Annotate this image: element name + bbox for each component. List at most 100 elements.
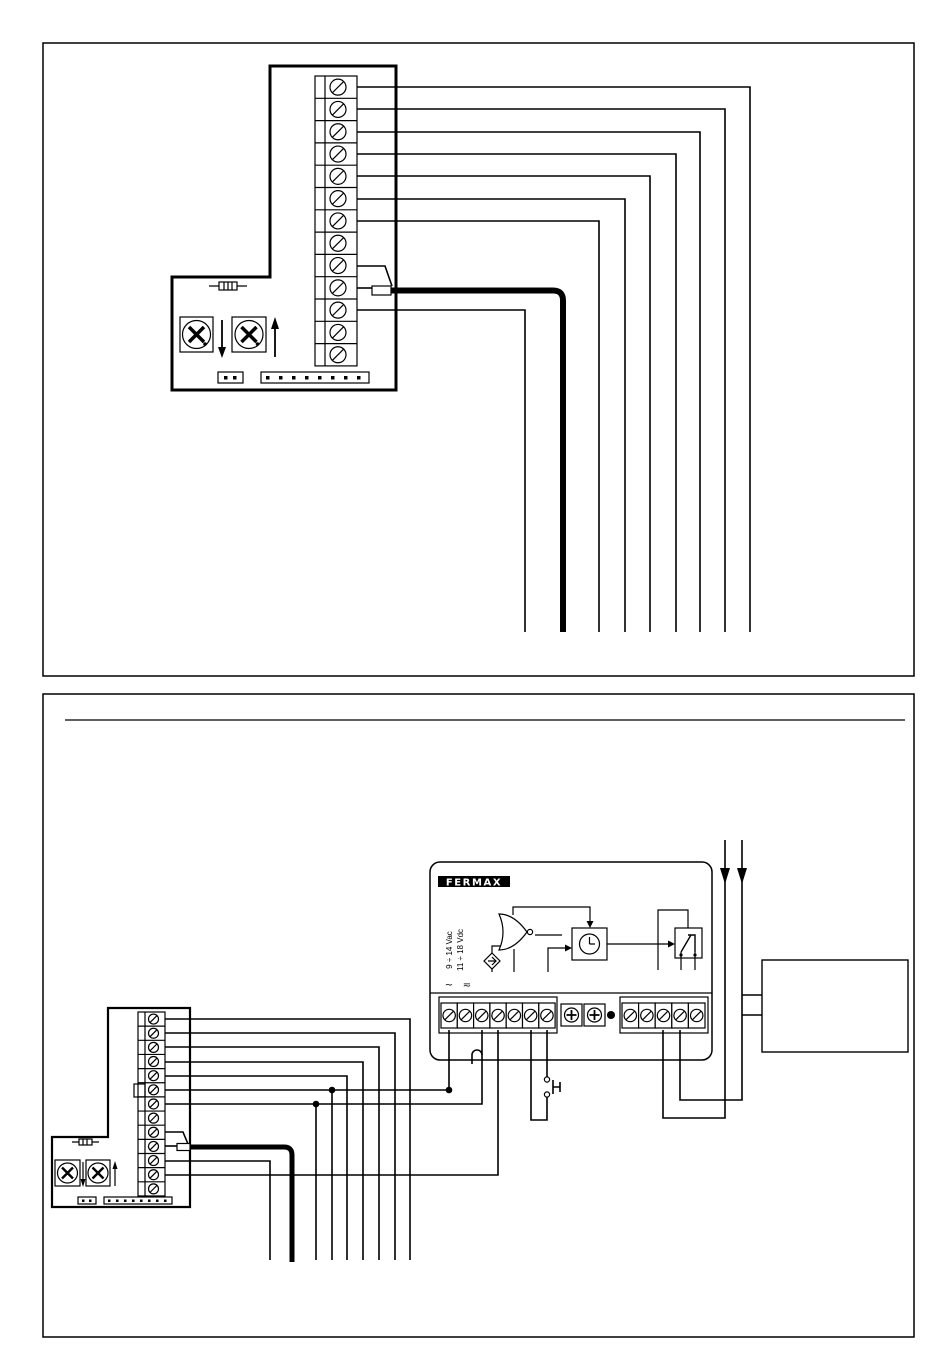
arrow-head — [737, 868, 747, 884]
terminal-block — [315, 76, 357, 366]
arrow-head — [565, 945, 572, 952]
wire — [680, 840, 742, 1100]
wire-crossover — [472, 1050, 482, 1064]
connector-pin — [224, 376, 228, 380]
wire — [663, 840, 725, 1118]
inverter-bubble — [527, 929, 532, 934]
button-contact — [544, 1092, 549, 1097]
down-arrow-icon — [81, 1162, 86, 1187]
pin-header — [104, 1197, 172, 1204]
circuit-line — [658, 910, 688, 970]
connector-body — [78, 1197, 96, 1204]
wire — [357, 87, 750, 632]
wire — [165, 1132, 188, 1144]
terminal-block — [138, 1012, 165, 1196]
pointer-dot — [203, 342, 207, 346]
ac-voltage-label: 9 ÷ 14 Vac — [445, 931, 454, 969]
top-panel-frame — [43, 43, 914, 676]
wire — [357, 310, 525, 632]
button-contact — [544, 1077, 549, 1082]
terminal-strip — [441, 1003, 555, 1028]
connector-pin — [132, 1200, 135, 1203]
connector-pin — [279, 376, 283, 380]
up-arrow-icon — [113, 1161, 118, 1186]
connector-body — [218, 372, 243, 383]
potentiometer — [86, 1160, 110, 1186]
coaxial-cable — [190, 1147, 292, 1262]
dc-voltage-label: 11 ÷ 18 Vdc — [456, 929, 465, 971]
wire — [165, 1161, 270, 1260]
connector-pin — [124, 1200, 127, 1203]
wire — [357, 132, 700, 632]
connector-pin — [116, 1200, 119, 1203]
wire — [165, 1030, 482, 1104]
connector-pin — [331, 376, 335, 380]
unit-housing — [430, 862, 712, 1060]
resistor-body — [79, 1139, 92, 1145]
arrow-head — [668, 941, 675, 948]
mains-supply — [663, 840, 908, 1118]
resistor — [209, 282, 247, 290]
logic-gate-icon — [499, 914, 527, 950]
pointer-dot — [256, 342, 260, 346]
arrow-head — [113, 1161, 118, 1169]
connector-pin — [344, 376, 348, 380]
connector-pin — [89, 1200, 92, 1203]
down-arrow-icon — [218, 320, 226, 358]
arrow-head — [720, 868, 730, 884]
terminal-strip — [622, 1003, 705, 1028]
connector-pin — [233, 376, 237, 380]
cable-connector — [372, 286, 391, 295]
bottom-panel: FERMAX 9 ÷ 14 Vac 11 ÷ 18 Vdc ~ ≂ — [43, 694, 914, 1337]
arrow-head — [218, 347, 226, 358]
indicator-led — [607, 1011, 615, 1019]
arrow-head — [81, 1179, 86, 1187]
connector-pin — [108, 1200, 111, 1203]
coaxial-cable — [391, 291, 563, 633]
connector-body — [261, 372, 369, 383]
ac-dc-symbol: ≂ — [463, 980, 471, 991]
connector-pin — [318, 376, 322, 380]
adjustment-potentiometer — [584, 1004, 605, 1026]
brand-name: FERMAX — [446, 878, 502, 889]
connector-pin — [148, 1200, 151, 1203]
pin-header — [261, 372, 369, 383]
circuit-line — [513, 907, 590, 922]
wire — [357, 154, 676, 632]
wire — [165, 1030, 449, 1090]
connector-pin — [305, 376, 309, 380]
wire-bundle — [357, 87, 750, 632]
internal-schematic — [484, 907, 702, 972]
push-button — [531, 1030, 560, 1120]
resistor — [72, 1139, 99, 1145]
arrow-head — [271, 317, 279, 329]
connector-pin — [292, 376, 296, 380]
connector-body — [104, 1197, 172, 1204]
contact-dot — [679, 953, 682, 956]
connector-pin — [357, 376, 361, 380]
load-device-box — [762, 960, 908, 1052]
button-actuator — [553, 1080, 560, 1094]
connector-pin — [164, 1200, 167, 1203]
connector-pin — [266, 376, 270, 380]
relay-switch — [681, 935, 695, 952]
junction-dot — [313, 1101, 320, 1108]
circuit-line — [681, 952, 695, 970]
wire — [357, 176, 650, 632]
wire — [357, 109, 725, 632]
adjustment-potentiometer — [561, 1004, 582, 1026]
wire — [531, 1030, 547, 1120]
arrow-head — [587, 921, 594, 928]
top-panel — [43, 43, 914, 676]
potentiometer — [232, 317, 266, 352]
potentiometer — [180, 317, 213, 352]
contact-dot — [693, 953, 696, 956]
wire — [357, 266, 392, 286]
junction-dot — [329, 1087, 336, 1094]
wire-bundle — [165, 1019, 498, 1262]
jumper-connector — [218, 372, 243, 383]
ac-symbol: ~ — [445, 980, 453, 991]
up-arrow-icon — [271, 317, 279, 357]
jumper-connector — [78, 1197, 96, 1204]
